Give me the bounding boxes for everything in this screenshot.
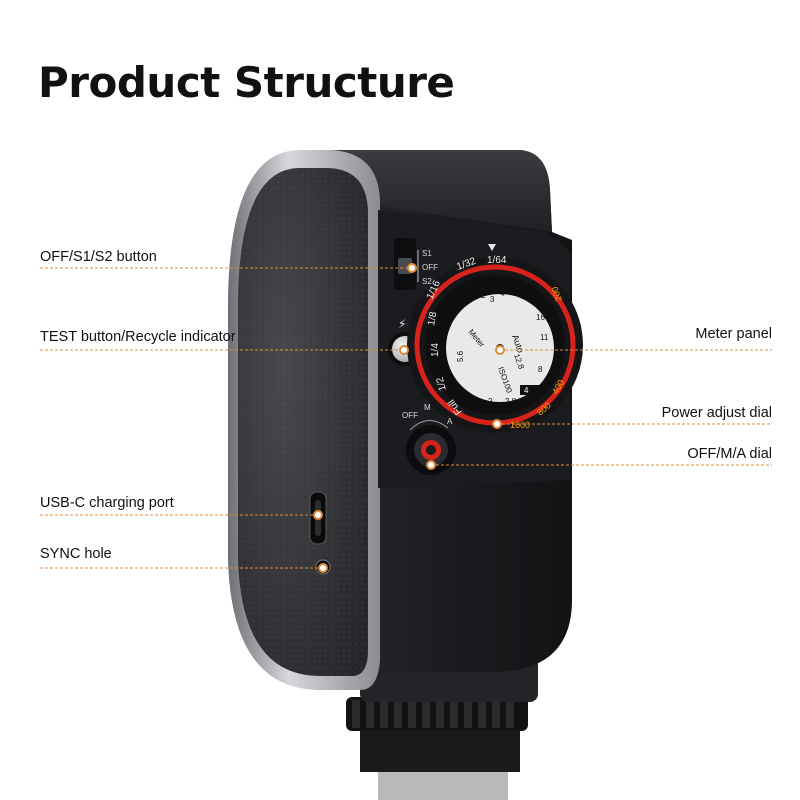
switch-label-s2: S2 xyxy=(422,277,432,286)
meter-f2-8: 2.8 xyxy=(505,397,517,406)
off-m-a-dial[interactable]: OFF M A xyxy=(402,403,456,475)
power-mark-1-8: 1/8 xyxy=(426,310,439,326)
meter-num-3: 3 xyxy=(490,295,495,304)
flash-bolt-icon: ⚡ xyxy=(398,317,406,331)
iso-mark-1600: 1600 xyxy=(510,420,530,430)
callout-usb-c-port: USB-C charging port xyxy=(40,495,174,511)
switch-label-off: OFF xyxy=(422,263,438,272)
meter-f5-6: 5.6 xyxy=(456,350,465,362)
meter-f2: 2 xyxy=(488,397,493,406)
callout-lines xyxy=(40,267,772,569)
meter-f4: 4 xyxy=(524,386,529,395)
meter-f11: 11 xyxy=(540,333,549,342)
callout-dots xyxy=(313,263,505,573)
meter-f16: 16 xyxy=(536,313,545,322)
power-mark-1-2: 1/2 xyxy=(435,375,449,392)
callout-off-s1-s2-button: OFF/S1/S2 button xyxy=(40,249,157,265)
dial-pointer-icon xyxy=(488,244,496,251)
mode-label-m: M xyxy=(424,403,431,412)
iso-mark-200: 200 xyxy=(549,285,564,303)
callout-meter-panel: Meter panel xyxy=(695,326,772,342)
switch-label-s1: S1 xyxy=(422,249,432,258)
power-mark-1-64: 1/64 xyxy=(487,255,507,266)
callout-sync-hole: SYNC hole xyxy=(40,546,112,562)
page-title: Product Structure xyxy=(38,58,455,107)
power-mark-1-4: 1/4 xyxy=(430,343,441,357)
callout-test-button: TEST button/Recycle indicator xyxy=(40,329,236,345)
front-leather-panel xyxy=(228,150,380,690)
callout-power-adjust-dial: Power adjust dial xyxy=(661,405,772,421)
mode-label-a: A xyxy=(447,417,453,426)
callout-off-m-a-dial: OFF/M/A dial xyxy=(687,446,772,462)
meter-num-4: 4 xyxy=(500,289,505,298)
meter-num-2: 2 xyxy=(481,291,486,300)
mode-label-off: OFF xyxy=(402,411,418,420)
meter-f8: 8 xyxy=(538,365,543,374)
